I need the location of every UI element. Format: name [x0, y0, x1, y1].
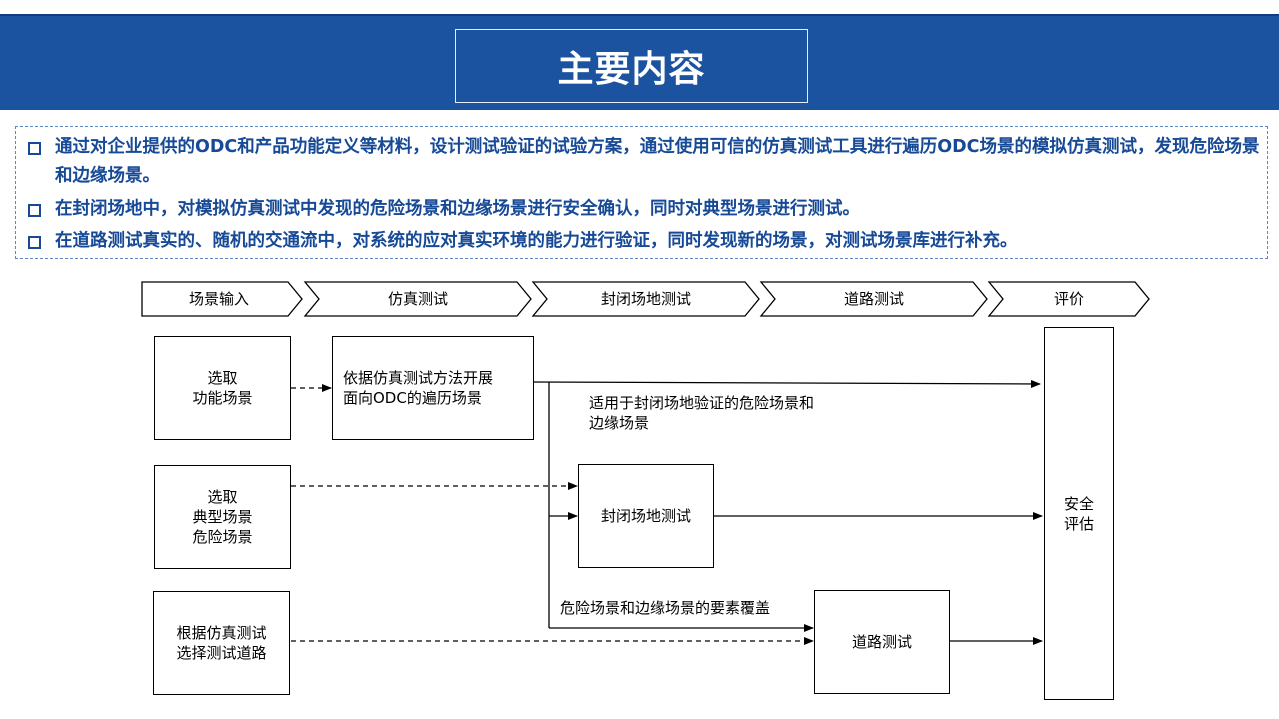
stage-chevron-input	[141, 281, 303, 317]
stage-label-sim: 仿真测试	[388, 290, 448, 308]
page-title: 主要内容	[557, 49, 706, 90]
node-road-test: 道路测试	[814, 590, 950, 694]
square-bullet-icon	[28, 204, 41, 217]
stage-chevron-sim	[303, 281, 532, 317]
node-simulation-traverse: 依据仿真测试方法开展 面向ODC的遍历场景	[332, 336, 534, 440]
stage-label-eval: 评价	[1054, 290, 1084, 308]
bullet-text: 通过对企业提供的ODC和产品功能定义等材料，设计测试验证的试验方案，通过使用可信…	[55, 137, 1260, 186]
edge-label-sim-to-road: 危险场景和边缘场景的要素覆盖	[560, 599, 771, 617]
node-select-test-road: 根据仿真测试 选择测试道路	[153, 591, 290, 695]
edge-label-sim-to-closed: 适用于封闭场地验证的危险场景和 边缘场景	[589, 394, 815, 432]
node-closed-site-test: 封闭场地测试	[578, 464, 714, 568]
node-select-function-scene: 选取 功能场景	[154, 336, 291, 440]
summary-box: 通过对企业提供的ODC和产品功能定义等材料，设计测试验证的试验方案，通过使用可信…	[15, 126, 1268, 259]
arrow-sim-to-safety	[532, 379, 1041, 388]
bullet-text: 在道路测试真实的、随机的交通流中，对系统的应对真实环境的能力进行验证，同时发现新…	[55, 231, 1018, 251]
stage-chevrons: 场景输入 仿真测试 封闭场地测试 道路测试 评价	[141, 281, 1150, 317]
bullet-text: 在封闭场地中，对模拟仿真测试中发现的危险场景和边缘场景进行安全确认，同时对典型场…	[55, 199, 860, 219]
stage-chevron-road	[759, 281, 988, 317]
stage-chevron-closed	[531, 281, 760, 317]
header-banner	[0, 16, 1279, 110]
title-frame: 主要内容	[455, 29, 808, 103]
stage-label-road: 道路测试	[844, 290, 904, 308]
node-select-typical-scene: 选取 典型场景 危险场景	[154, 465, 291, 569]
stage-label-input: 场景输入	[189, 290, 249, 308]
stage-label-closed: 封闭场地测试	[601, 290, 691, 308]
stage-chevron-eval	[987, 281, 1150, 317]
node-safety-evaluation: 安全 评估	[1044, 327, 1114, 700]
square-bullet-icon	[28, 236, 41, 249]
header-top-line	[0, 14, 1279, 16]
square-bullet-icon	[28, 142, 41, 155]
